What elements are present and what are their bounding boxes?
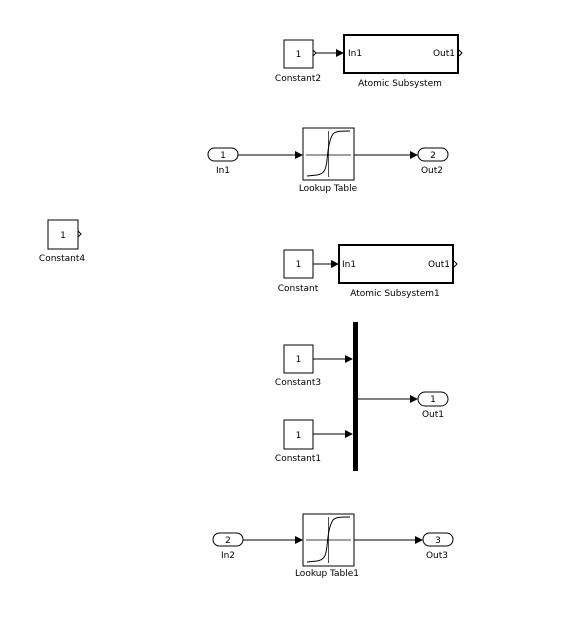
wire-arrowhead (410, 395, 418, 403)
atomic-subsystem1-in-port-label: In1 (342, 260, 356, 270)
constant4-label: Constant4 (39, 254, 85, 264)
out3-port-block[interactable]: 3 Out3 (422, 532, 454, 561)
out1-port-number: 1 (430, 395, 436, 405)
out3-label: Out3 (426, 551, 448, 561)
constant-label: Constant (278, 284, 319, 294)
lookup-curve-icon (306, 130, 351, 177)
constant3-block[interactable]: 1 Constant3 (275, 344, 321, 388)
atomic-subsystem-out-port-label: Out1 (433, 49, 455, 59)
atomic-subsystem-output-port (458, 49, 463, 57)
wire-constant1-to-mux[interactable] (313, 430, 353, 438)
atomic-subsystem-in-port-label: In1 (348, 49, 362, 59)
constant4-block[interactable]: 1 Constant4 (39, 219, 85, 264)
wire-arrowhead (345, 355, 353, 363)
constant-block[interactable]: 1 Constant (278, 249, 319, 294)
constant3-label: Constant3 (275, 378, 321, 388)
wire-arrowhead (415, 536, 423, 544)
atomic-subsystem-block[interactable]: In1 Out1 Atomic Subsystem (343, 34, 463, 89)
wire-constant3-to-mux[interactable] (313, 355, 353, 363)
constant1-block[interactable]: 1 Constant1 (275, 419, 321, 464)
constant2-block[interactable]: 1 Constant2 (275, 39, 321, 84)
wire-lookup-table1-to-out3[interactable] (354, 536, 423, 544)
constant4-output-port (77, 230, 82, 238)
wire-in2-to-lookup-table1[interactable] (243, 536, 303, 544)
in2-port-block[interactable]: 2 In2 (212, 532, 244, 561)
wire-arrowhead (336, 49, 344, 57)
wire-arrowhead (410, 151, 418, 159)
constant-value: 1 (296, 260, 302, 270)
atomic-subsystem1-out-port-label: Out1 (428, 260, 450, 270)
in2-label: In2 (221, 551, 235, 561)
lookup-table-label: Lookup Table (299, 184, 358, 194)
mux-bar-block[interactable] (353, 322, 358, 471)
wire-lookup-table-to-out2[interactable] (354, 151, 418, 159)
atomic-subsystem-label: Atomic Subsystem (358, 79, 442, 89)
in2-port-number: 2 (225, 536, 231, 546)
wire-arrowhead (295, 151, 303, 159)
wire-in1-to-lookup-table[interactable] (238, 151, 303, 159)
out2-port-number: 2 (430, 151, 436, 161)
in1-label: In1 (216, 166, 230, 176)
wire-constant-to-atomic-subsystem1[interactable] (313, 260, 339, 268)
lookup-table-block[interactable]: Lookup Table (299, 127, 358, 194)
wire-arrowhead (345, 430, 353, 438)
atomic-subsystem1-output-port (453, 260, 458, 268)
constant3-value: 1 (296, 355, 302, 365)
lookup-table1-label: Lookup Table1 (295, 569, 359, 579)
out2-label: Out2 (421, 166, 443, 176)
lookup-curve-icon (306, 516, 351, 563)
in1-port-block[interactable]: 1 In1 (207, 147, 239, 176)
wire-arrowhead (295, 536, 303, 544)
atomic-subsystem1-label: Atomic Subsystem1 (350, 289, 440, 299)
wire-constant2-to-atomic-subsystem[interactable] (316, 49, 344, 57)
constant2-value: 1 (296, 50, 302, 60)
constant4-value: 1 (60, 231, 66, 241)
out2-port-block[interactable]: 2 Out2 (417, 147, 449, 176)
in1-port-number: 1 (220, 151, 226, 161)
constant1-value: 1 (296, 431, 302, 441)
wire-mux-to-out1[interactable] (358, 395, 418, 403)
out3-port-number: 3 (435, 536, 441, 546)
atomic-subsystem1-block[interactable]: In1 Out1 Atomic Subsystem1 (338, 244, 458, 299)
constant1-label: Constant1 (275, 454, 321, 464)
wire-arrowhead (331, 260, 339, 268)
out1-label: Out1 (422, 410, 444, 420)
constant2-label: Constant2 (275, 74, 321, 84)
out1-port-block[interactable]: 1 Out1 (417, 391, 449, 420)
lookup-table1-block[interactable]: Lookup Table1 (295, 513, 359, 579)
